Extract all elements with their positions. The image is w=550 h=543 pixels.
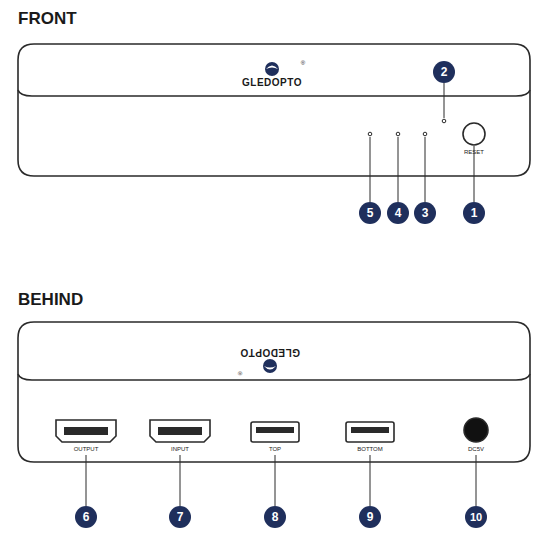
callout-number: 7	[177, 511, 184, 523]
logo-icon	[263, 359, 277, 373]
hdmi-port	[150, 420, 210, 442]
section-title: BEHIND	[18, 291, 83, 308]
callout-number: 2	[441, 66, 448, 78]
callout-number: 5	[367, 207, 374, 219]
callout-circle	[75, 61, 487, 528]
port-label: TOP	[269, 446, 281, 452]
hdmi-port	[56, 420, 116, 442]
housing-outline	[18, 44, 530, 176]
brand-name: GLEDOPTO	[240, 347, 300, 357]
reset-button	[463, 123, 485, 145]
hdmi-port	[158, 427, 202, 435]
leader-line	[86, 455, 476, 506]
callout-number: 1	[471, 207, 478, 219]
trademark: ®	[301, 60, 305, 66]
leader-line	[370, 83, 474, 202]
dc-jack	[464, 418, 488, 442]
port-label: INPUT	[171, 446, 189, 452]
housing-outline	[18, 322, 530, 462]
hdmi-port	[64, 427, 108, 435]
callout-number: 8	[272, 511, 279, 523]
usb-port	[351, 427, 389, 433]
brand-name: GLEDOPTO	[242, 78, 302, 88]
port-label: DC5V	[468, 446, 484, 452]
trademark: ®	[238, 370, 242, 376]
housing-edge	[18, 90, 530, 96]
callout-number: 10	[470, 512, 482, 523]
section-title: FRONT	[18, 10, 77, 27]
port-label: BOTTOM	[357, 446, 383, 452]
callout-number: 6	[83, 511, 90, 523]
led-indicator	[368, 119, 446, 136]
logo-icon	[265, 62, 279, 76]
usb-port	[346, 422, 394, 442]
usb-port	[251, 422, 299, 442]
callout-number: 4	[395, 207, 402, 219]
callout-number: 3	[422, 207, 429, 219]
port-label: OUTPUT	[74, 446, 99, 452]
usb-port	[256, 427, 294, 433]
housing-edge	[18, 374, 530, 380]
button-label: RESET	[464, 149, 484, 155]
callout-number: 9	[367, 511, 374, 523]
